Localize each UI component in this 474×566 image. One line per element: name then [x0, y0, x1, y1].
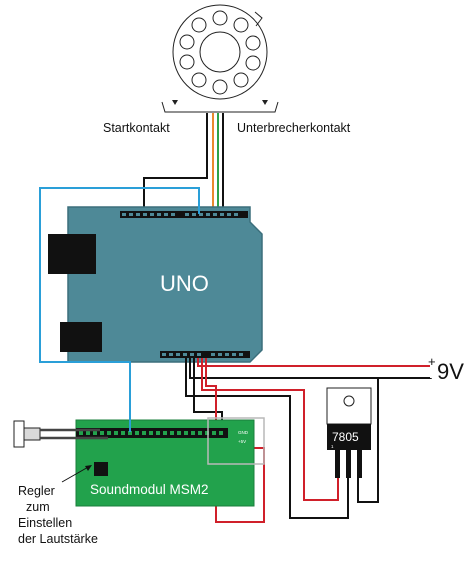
sound-module-label: Soundmodul MSM2: [90, 482, 209, 497]
power-wires: [185, 358, 430, 523]
svg-text:der Lautstärke: der Lautstärke: [18, 532, 98, 546]
svg-text:Regler: Regler: [18, 484, 55, 498]
regulator-label: 7805: [332, 430, 359, 444]
rotary-dial-icon: [172, 4, 268, 100]
speaker-icon: [13, 420, 108, 448]
regler-label: Regler zum Einstellen der Lautstärke: [18, 484, 98, 546]
regulator-pin1: 1: [331, 444, 334, 449]
voltage-regulator-icon: 7805 1: [326, 387, 372, 478]
start-contact-label: Startkontakt: [103, 121, 170, 135]
interrupt-contact-label: Unterbrecherkontakt: [237, 121, 351, 135]
module-gnd-label: GND: [238, 430, 249, 435]
svg-text:Einstellen: Einstellen: [18, 516, 72, 530]
module-5v-label: +5V: [238, 439, 246, 444]
minus-sign: -: [428, 370, 432, 385]
board-label: UNO: [160, 271, 209, 296]
dial-contacts: [161, 100, 279, 113]
potentiometer-icon: [61, 462, 108, 483]
arduino-uno-board: UNO: [48, 206, 263, 363]
dial-wires: [143, 113, 224, 214]
svg-text:zum: zum: [26, 500, 50, 514]
supply-voltage-label: 9V: [437, 359, 464, 384]
serial-wires: [39, 187, 200, 432]
plus-sign: +: [428, 354, 436, 369]
